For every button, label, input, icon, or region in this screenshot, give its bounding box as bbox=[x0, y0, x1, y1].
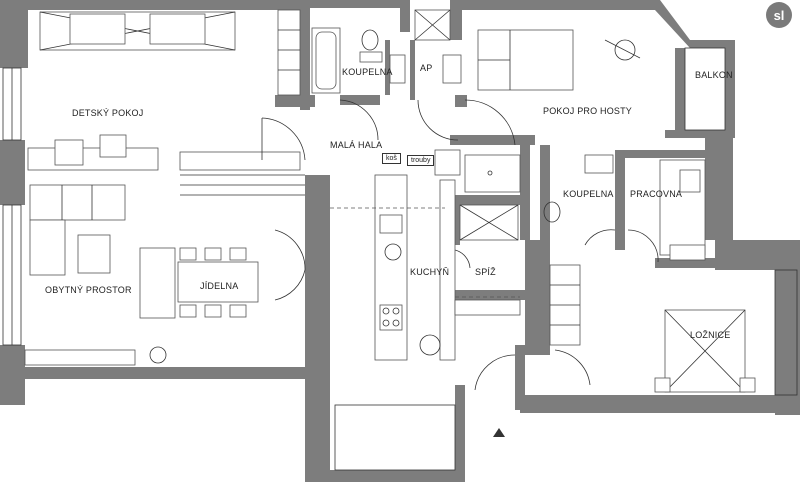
room-label-balkon: BALKON bbox=[695, 70, 733, 80]
pokoj-hosty-furniture bbox=[477, 29, 641, 91]
windows bbox=[2, 47, 798, 471]
detsky-pokoj-furniture bbox=[27, 9, 305, 196]
room-label-ap: AP bbox=[420, 63, 433, 73]
logo: sl bbox=[766, 2, 792, 28]
room-label-kuchyn: KUCHYŇ bbox=[410, 267, 450, 277]
room-label-loznice: LOŽNICE bbox=[690, 330, 731, 340]
loznice-furniture bbox=[654, 309, 756, 393]
room-label-obytny-prostor: OBYTNÝ PROSTOR bbox=[45, 285, 132, 295]
room-label-mala-hala: MALÁ HALA bbox=[330, 140, 383, 150]
room-label-pracovna: PRACOVNA bbox=[630, 189, 683, 199]
tag-kos: koš bbox=[382, 153, 401, 164]
pracovna-furniture bbox=[659, 159, 706, 261]
room-label-pokoj-pro-hosty: POKOJ PRO HOSTY bbox=[543, 106, 633, 116]
koupelna-mid-furniture bbox=[459, 154, 614, 241]
obytny-furniture bbox=[24, 184, 259, 366]
kuchyn-furniture bbox=[330, 149, 461, 361]
room-label-koupelna-top: KOUPELNA bbox=[342, 67, 393, 77]
tag-trouby: trouby bbox=[407, 155, 435, 166]
room-label-koupelna-mid: KOUPELNA bbox=[563, 189, 614, 199]
wardrobes bbox=[454, 264, 581, 346]
room-label-spiz: SPÍŽ bbox=[475, 267, 496, 277]
room-label-detsky-pokoj: DETSKÝ POKOJ bbox=[72, 108, 144, 118]
doors bbox=[261, 99, 659, 391]
room-label-jidelna: JÍDELNA bbox=[200, 281, 239, 291]
entrance-arrow bbox=[493, 428, 505, 437]
koupelna-top-furniture bbox=[311, 9, 462, 94]
